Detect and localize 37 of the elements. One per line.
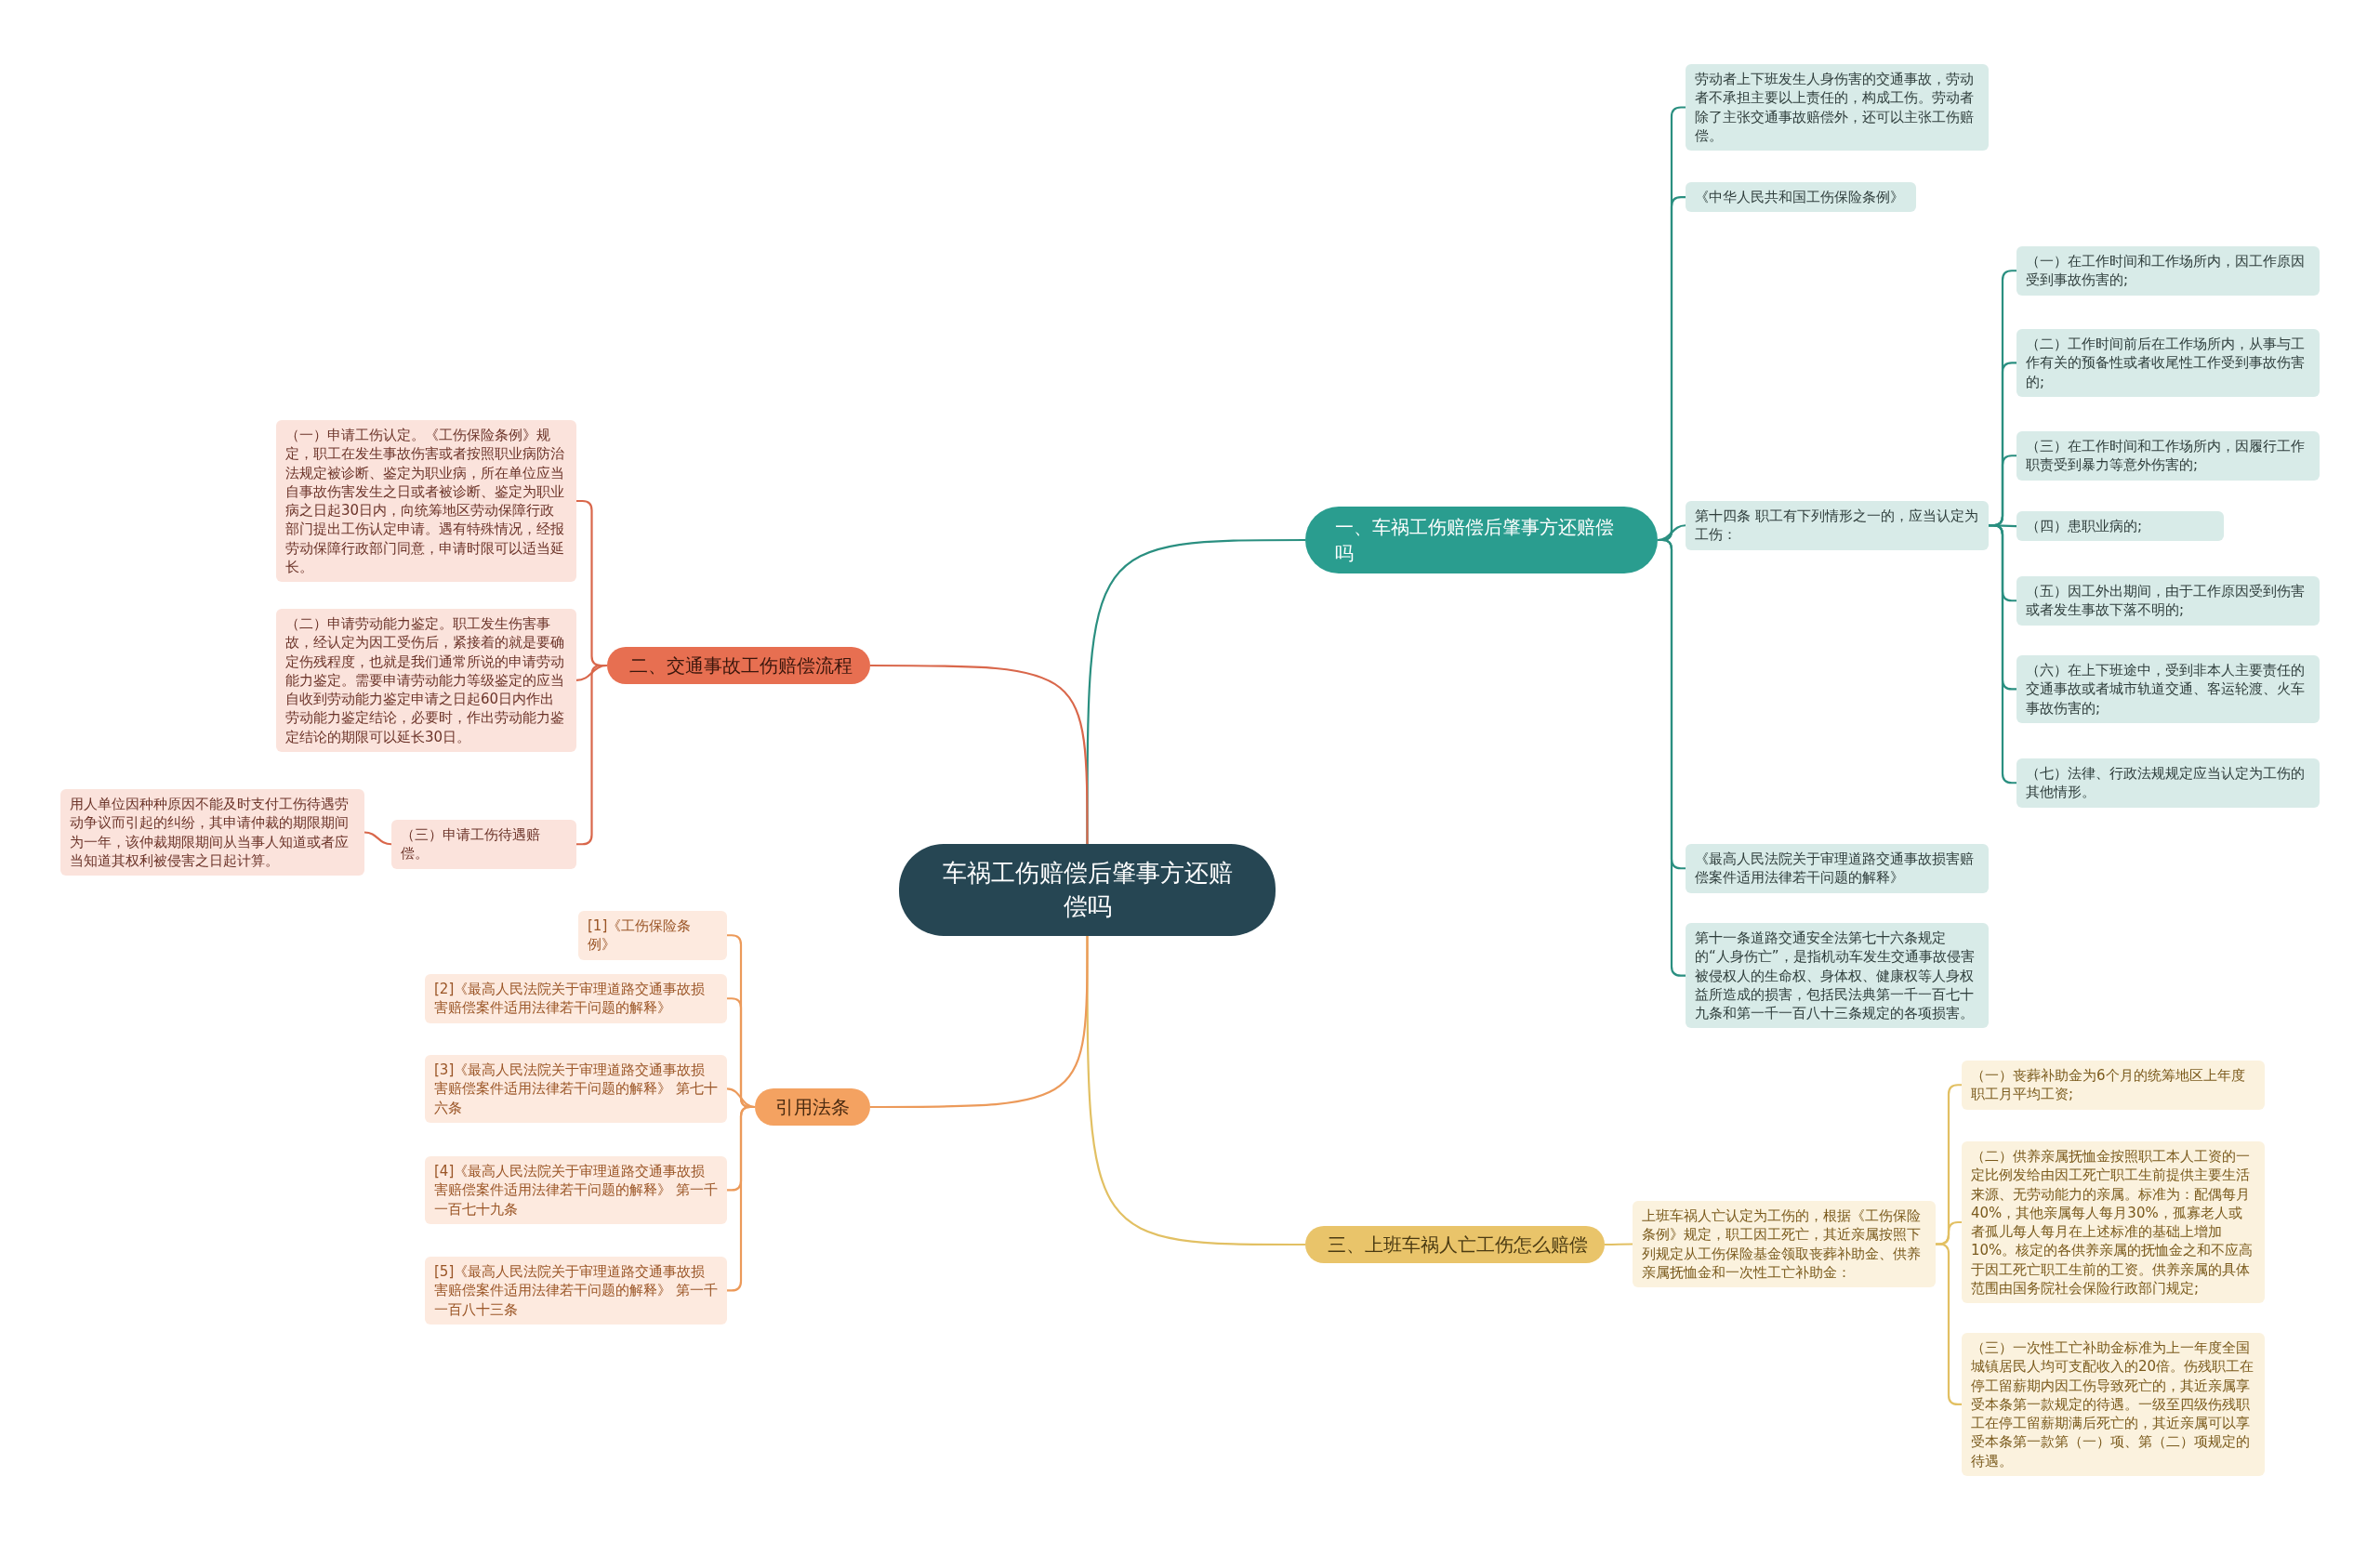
note-card: 上班车祸人亡认定为工伤的，根据《工伤保险条例》规定，职工因工死亡，其近亲属按照下列规定从工伤保险基金领取丧葬补助金、供养亲属抚恤金和一次性工亡补助金： (1633, 1201, 1936, 1287)
note-card: 第十一条道路交通安全法第七十六条规定的“人身伤亡”，是指机动车发生交通事故侵害被侵权人的生命权、身体权、健康权等人身权益所造成的损害，包括民法典第一千一百七十九条和第一千一百八十三条规定的各项损害。 (1686, 923, 1989, 1029)
central-topic: 车祸工伤赔偿后肇事方还赔偿吗 (899, 844, 1276, 936)
note-card: 第十四条 职工有下列情形之一的，应当认定为工伤： (1686, 501, 1989, 550)
note-card: [2]《最高人民法院关于审理道路交通事故损害赔偿案件适用法律若干问题的解释》 (425, 974, 727, 1023)
note-card: （二）工作时间前后在工作场所内，从事与工作有关的预备性或者收尾性工作受到事故伤害的; (2016, 329, 2320, 397)
note-card: （一）申请工伤认定。《工伤保险条例》规定，职工在发生事故伤害或者按照职业病防治法规定被诊断、鉴定为职业病，所在单位应当自事故伤害发生之日或者被诊断、鉴定为职业病之日起30日内，向统筹地区劳动保障行政部门提出工伤认定申请。遇有特殊情况，经报劳动保障行政部门同意，申请时限可以适当延长。 (276, 420, 576, 582)
note-card: 劳动者上下班发生人身伤害的交通事故，劳动者不承担主要以上责任的，构成工伤。劳动者除了主张交通事故赔偿外，还可以主张工伤赔偿。 (1686, 64, 1989, 151)
note-card: （三）在工作时间和工作场所内，因履行工作职责受到暴力等意外伤害的; (2016, 431, 2320, 481)
branch-topic: 一、车祸工伤赔偿后肇事方还赔偿吗 (1305, 507, 1658, 573)
connector-line (1605, 1243, 1633, 1246)
note-card: （五）因工外出期间，由于工作原因受到伤害或者发生事故下落不明的; (2016, 576, 2320, 626)
note-card: 用人单位因种种原因不能及时支付工伤待遇劳动争议而引起的纠纷，其申请仲裁的期限期间为一年，该仲裁期限期间从当事人知道或者应当知道其权利被侵害之日起计算。 (60, 789, 364, 876)
note-card: （四）患职业病的; (2016, 511, 2224, 542)
connector-line (726, 1087, 756, 1109)
connector-line (364, 831, 392, 846)
branch-topic: 三、上班车祸人亡工伤怎么赔偿 (1305, 1226, 1605, 1263)
note-card: （二）申请劳动能力鉴定。职工发生伤害事故，经认定为因工受伤后，紧接着的就是要确定伤残程度，也就是我们通常所说的申请劳动能力鉴定。需要申请劳动能力等级鉴定的应当自收到劳动能力鉴定申请之日起60日内作出劳动能力鉴定结论，必要时，作出劳动能力鉴定结论的期限可以延长30日。 (276, 609, 576, 752)
note-card: [4]《最高人民法院关于审理道路交通事故损害赔偿案件适用法律若干问题的解释》 第一千一百七十九条 (425, 1156, 727, 1224)
note-card: （一）丧葬补助金为6个月的统筹地区上年度职工月平均工资; (1962, 1061, 2265, 1110)
note-card: （三）一次性工亡补助金标准为上一年度全国城镇居民人均可支配收入的20倍。伤残职工在停工留薪期内因工伤导致死亡的，其近亲属享受本条第一款规定的待遇。一级至四级伤残职工在停工留薪期满后死亡的，其近亲属可以享受本条第一款第（一）项、第（二）项规定的待遇。 (1962, 1333, 2265, 1476)
connector-line (1936, 1243, 1962, 1405)
note-card: [5]《最高人民法院关于审理道路交通事故损害赔偿案件适用法律若干问题的解释》 第一千一百八十三条 (425, 1257, 727, 1325)
branch-topic: 引用法条 (755, 1088, 870, 1126)
note-card: （七）法律、行政法规规定应当认定为工伤的其他情形。 (2016, 758, 2320, 808)
note-card: 《最高人民法院关于审理道路交通事故损害赔偿案件适用法律若干问题的解释》 (1686, 844, 1989, 893)
note-card: 《中华人民共和国工伤保险条例》 (1686, 182, 1916, 213)
connector-line (870, 664, 1089, 844)
note-card: （六）在上下班途中，受到非本人主要责任的交通事故或者城市轨道交通、客运轮渡、火车事故伤害的; (2016, 655, 2320, 723)
note-card: （一）在工作时间和工作场所内，因工作原因受到事故伤害的; (2016, 246, 2320, 296)
note-card: [1]《工伤保险条例》 (578, 911, 727, 960)
note-card: （二）供养亲属抚恤金按照职工本人工资的一定比例发给由因工死亡职工生前提供主要生活来源、无劳动能力的亲属。标准为：配偶每月40%，其他亲属每人每月30%，孤寡老人或者孤儿每人每月在上述标准的基础上增加10%。核定的各供养亲属的抚恤金之和不应高于因工死亡职工生前的工资。供养亲属的具体范围由国务院社会保险行政部门规定; (1962, 1141, 2265, 1303)
note-card: （三）申请工伤待遇赔偿。 (391, 820, 576, 869)
note-card: [3]《最高人民法院关于审理道路交通事故损害赔偿案件适用法律若干问题的解释》 第七十六条 (425, 1055, 727, 1123)
connector-line (576, 664, 607, 846)
connector-line (870, 935, 1089, 1109)
branch-topic: 二、交通事故工伤赔偿流程 (607, 647, 870, 684)
